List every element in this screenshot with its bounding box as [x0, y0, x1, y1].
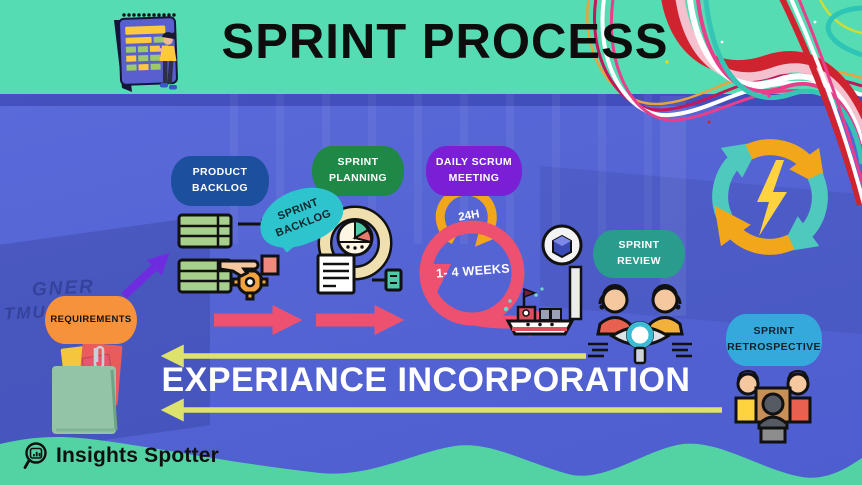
requirements-folder-icon — [52, 336, 123, 434]
recycle-lightning-icon — [712, 139, 828, 255]
calendar-person — [156, 32, 177, 90]
eye-magnifier-icon — [609, 321, 671, 365]
page-title: SPRINT PROCESS — [221, 15, 669, 69]
retrospective-meeting-icon — [734, 370, 812, 444]
daily-cycle-label: 24H — [457, 208, 481, 224]
badge-requirements: REQUIREMENTS — [45, 296, 137, 344]
pointing-hand-icon — [218, 254, 280, 278]
planning-piechart-icon — [316, 205, 403, 295]
reviewer-right — [646, 284, 684, 336]
magnifier-chart-logo-icon — [23, 442, 47, 469]
feedback-banner-text: EXPERIANCE INCORPORATION — [161, 361, 691, 399]
badge-sprint-review: SPRINT REVIEW — [593, 230, 685, 278]
review-eye-people-icon — [588, 284, 692, 365]
calendar-icon — [114, 13, 178, 92]
badge-daily-scrum-meeting: DAILY SCRUM MEETING — [426, 146, 522, 196]
calendar-spiral — [122, 13, 176, 17]
retro-person-right — [784, 370, 812, 424]
input-arrow — [121, 252, 170, 299]
badge-sprint-planning: SPRINT PLANNING — [312, 146, 404, 196]
lightning-icon — [757, 160, 787, 236]
brand-name: Insights Spotter — [56, 444, 220, 467]
footer-wave — [0, 436, 862, 485]
badge-product-backlog: PRODUCT BACKLOG — [171, 156, 269, 206]
package-badge-icon — [541, 224, 583, 266]
reviewer-left — [596, 284, 634, 336]
badge-sprint-retrospective: SPRINT RETROSPECTIVE — [726, 314, 822, 366]
backlog-list-icon — [177, 213, 280, 301]
review-notes-lines — [588, 342, 692, 358]
retro-person-center — [757, 392, 789, 444]
ribbons-decoration-icon — [586, 0, 862, 206]
brand-logo: Insights Spotter — [22, 441, 219, 471]
